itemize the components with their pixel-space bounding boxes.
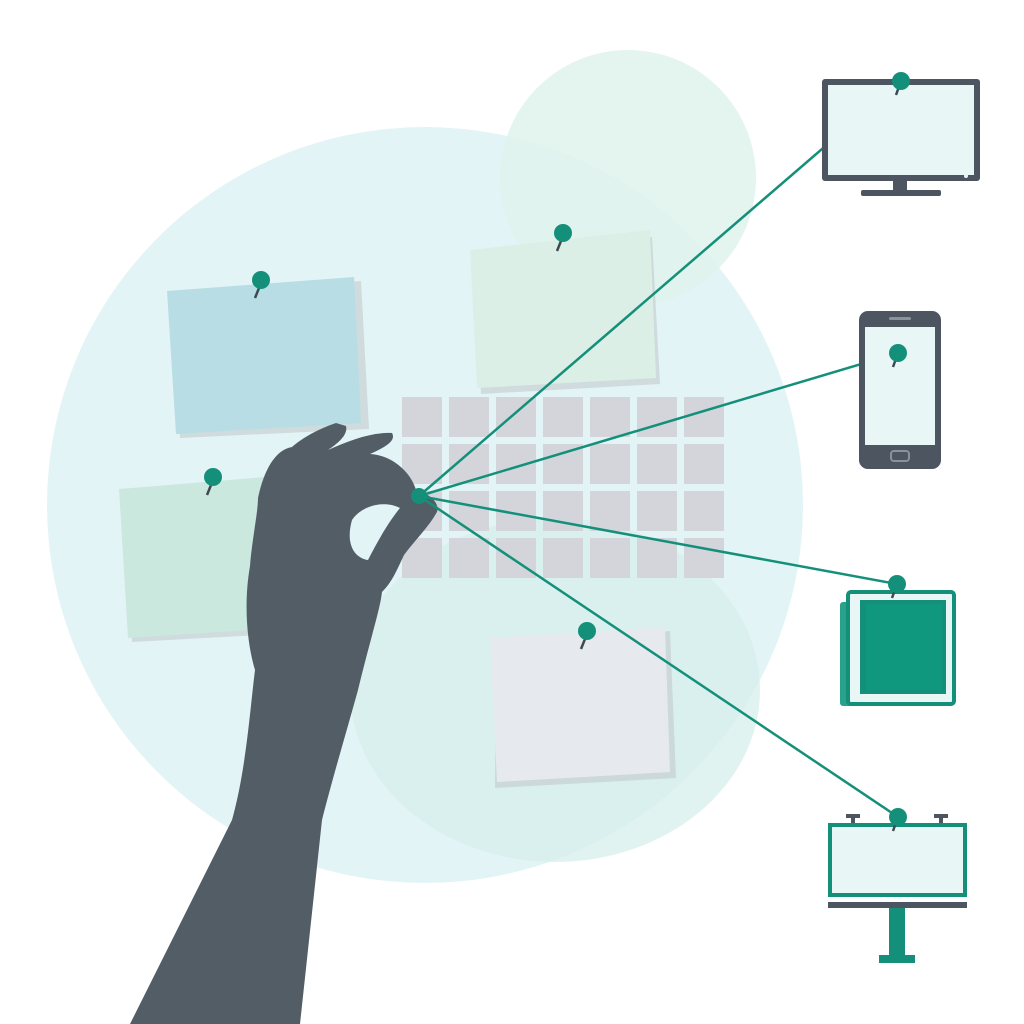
calendar-cell xyxy=(637,491,677,531)
calendar-cell xyxy=(637,538,677,578)
pushpin-icon xyxy=(554,224,572,242)
calendar-cell xyxy=(684,444,724,484)
calendar-cell xyxy=(543,538,583,578)
pushpin-icon xyxy=(888,575,906,593)
calendar-cell xyxy=(402,397,442,437)
billboard-icon xyxy=(828,814,967,963)
calendar-cell xyxy=(590,491,630,531)
calendar-cell xyxy=(637,444,677,484)
connector-hub-dot xyxy=(411,488,427,504)
sticky-note-icon xyxy=(167,271,369,438)
connector-line xyxy=(418,494,899,819)
calendar-cell xyxy=(449,491,489,531)
connector-line xyxy=(418,351,899,498)
calendar-cell xyxy=(590,397,630,437)
sticky-note-icon xyxy=(470,224,660,394)
connector-lines xyxy=(418,80,902,819)
calendar-cell xyxy=(543,444,583,484)
pushpin-icon xyxy=(204,468,222,486)
hand-gap xyxy=(349,504,400,560)
calendar-cell xyxy=(684,491,724,531)
hand-icon xyxy=(130,423,438,1024)
smartphone-icon xyxy=(859,311,941,469)
calendar-cell xyxy=(590,444,630,484)
pushpin-icon xyxy=(578,622,596,640)
calendar-grid-icon xyxy=(402,397,724,578)
calendar-cell xyxy=(543,397,583,437)
calendar-cell xyxy=(496,397,536,437)
pushpin-icon xyxy=(889,808,907,826)
calendar-cell xyxy=(590,538,630,578)
pushpin-icon xyxy=(252,271,270,289)
calendar-cell xyxy=(449,397,489,437)
calendar-cell xyxy=(449,538,489,578)
calendar-cell xyxy=(496,538,536,578)
connector-line xyxy=(418,494,898,586)
desktop-monitor-icon xyxy=(822,79,980,196)
sticky-notes xyxy=(119,224,676,788)
calendar-cell xyxy=(637,397,677,437)
sticky-note-icon xyxy=(490,622,676,788)
calendar-cell xyxy=(684,397,724,437)
calendar-cell xyxy=(684,538,724,578)
pushpin-icon xyxy=(889,344,907,362)
connector-pins xyxy=(411,72,910,832)
print-magazine-icon xyxy=(840,590,956,706)
pushpin-icon xyxy=(892,72,910,90)
connector-line xyxy=(418,80,902,497)
